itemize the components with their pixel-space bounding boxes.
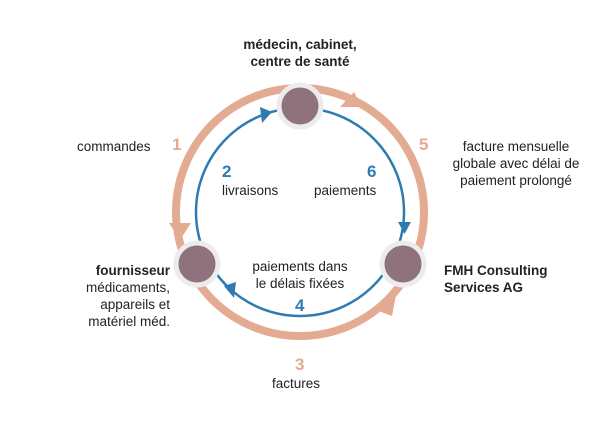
- flow-4-label: paiements dans le délais fixées: [230, 258, 370, 292]
- node-right-line-1: FMH Consulting: [444, 263, 548, 278]
- flow-5-number: 5: [419, 135, 429, 154]
- node-top-label: médecin, cabinet, centre de santé: [200, 36, 400, 70]
- node-left-title: fournisseur: [95, 263, 170, 278]
- flow-5-line-1: facture mensuelle: [462, 139, 570, 154]
- flow-6-number: 6: [367, 162, 377, 181]
- node-top: [276, 82, 324, 130]
- flow-6-label: paiements: [314, 183, 377, 198]
- flow-2-label: livraisons: [222, 183, 279, 198]
- flow-4-line-1: paiements dans: [252, 259, 348, 274]
- node-top-line-2: centre de santé: [250, 54, 350, 69]
- flow-5-line-2: globale avec délai de: [452, 156, 580, 171]
- node-left-line-2: appareils et: [100, 297, 170, 312]
- arrow-facture-mensuelle-icon: [340, 92, 362, 107]
- flow-3-number: 3: [295, 355, 305, 374]
- flow-5-label: facture mensuelle globale avec délai de …: [446, 138, 586, 189]
- flow-1-number: 1: [172, 135, 182, 154]
- arrow-factures-icon: [376, 295, 396, 316]
- arrow-livraisons-icon: [260, 107, 272, 123]
- flow-2-number: 2: [222, 162, 232, 181]
- flow-1-label: commandes: [77, 139, 151, 154]
- flow-3-label: factures: [272, 376, 321, 391]
- node-left-line-1: médicaments,: [85, 280, 170, 295]
- arrow-paiements-icon: [398, 222, 411, 234]
- node-right-label: FMH Consulting Services AG: [444, 262, 547, 296]
- node-left: [173, 240, 221, 288]
- node-right: [379, 240, 427, 288]
- node-left-label: fournisseur médicaments, appareils et ma…: [20, 262, 170, 330]
- flow-4-line-2: le délais fixées: [255, 276, 345, 291]
- flow-4-number: 4: [295, 296, 305, 315]
- node-left-line-3: matériel méd.: [88, 314, 170, 329]
- flow-5-line-3: paiement prolongé: [460, 173, 572, 188]
- node-top-line-1: médecin, cabinet,: [243, 37, 357, 52]
- arrow-commandes-icon: [169, 223, 191, 240]
- node-right-line-2: Services AG: [444, 280, 524, 295]
- arrow-paiements-delais-icon: [224, 282, 236, 298]
